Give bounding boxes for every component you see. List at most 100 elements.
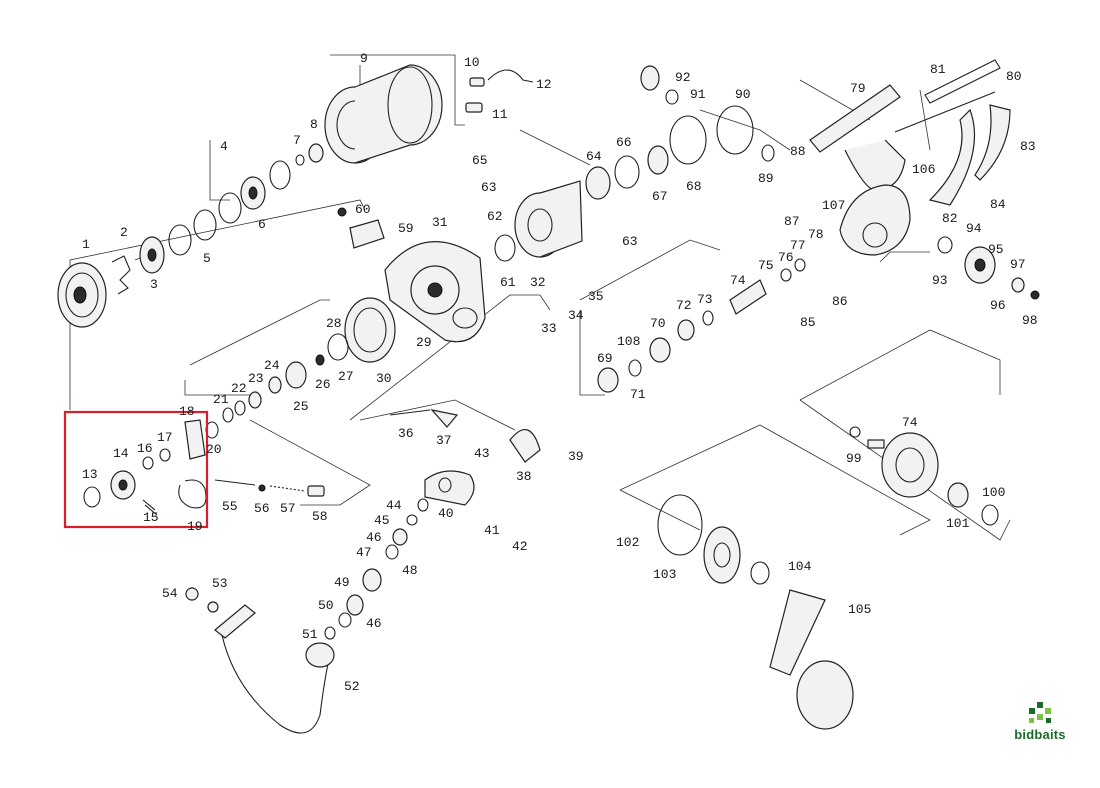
part-label: 102 xyxy=(616,535,639,550)
part-label: 37 xyxy=(436,433,452,448)
part-label: 81 xyxy=(930,62,946,77)
part-label: 13 xyxy=(82,467,98,482)
part-36-39-trip-parts xyxy=(389,409,541,463)
part-99-101-gear-bearings xyxy=(849,426,999,526)
part-label: 80 xyxy=(1006,69,1022,84)
part-label: 12 xyxy=(536,77,552,92)
part-64-68-gear-train xyxy=(585,115,707,200)
part-label: 72 xyxy=(676,298,692,313)
part-label: 41 xyxy=(484,523,500,538)
part-label: 49 xyxy=(334,575,350,590)
part-label: 94 xyxy=(966,221,982,236)
part-label: 103 xyxy=(653,567,676,582)
part-label: 54 xyxy=(162,586,178,601)
part-label: 34 xyxy=(568,308,584,323)
part-9-spool xyxy=(324,64,443,164)
part-label: 64 xyxy=(586,149,602,164)
bidbaits-logo-icon xyxy=(1029,702,1051,723)
part-74-main-gear xyxy=(867,432,939,498)
part-label: 52 xyxy=(344,679,360,694)
part-label: 68 xyxy=(686,179,702,194)
part-40-bail-arm-base xyxy=(424,470,475,506)
part-label: 18 xyxy=(179,404,195,419)
part-label: 14 xyxy=(113,446,129,461)
part-label: 46 xyxy=(366,616,382,631)
part-label: 97 xyxy=(1010,257,1026,272)
part-93-98-main-gear-parts xyxy=(937,236,1040,300)
part-21-24-bearings xyxy=(205,376,282,439)
part-label: 3 xyxy=(150,277,158,292)
part-59-60-bracket xyxy=(337,207,385,249)
part-label: 36 xyxy=(398,426,414,441)
part-label: 76 xyxy=(778,250,794,265)
part-label: 8 xyxy=(310,117,318,132)
part-label: 89 xyxy=(758,171,774,186)
part-44-51-roller-parts xyxy=(324,498,429,640)
part-label: 24 xyxy=(264,358,280,373)
part-label: 42 xyxy=(512,539,528,554)
part-label: 106 xyxy=(912,162,935,177)
brand-name: bidbaits xyxy=(1014,727,1066,742)
part-label: 95 xyxy=(988,242,1004,257)
part-5-washers xyxy=(168,192,242,256)
part-label: 11 xyxy=(492,107,508,122)
part-label: 69 xyxy=(597,351,613,366)
part-label: 29 xyxy=(416,335,432,350)
part-label: 50 xyxy=(318,598,334,613)
part-label: 45 xyxy=(374,513,390,528)
part-label: 63 xyxy=(481,180,497,195)
part-label: 62 xyxy=(487,209,503,224)
part-label: 20 xyxy=(206,442,222,457)
part-label: 73 xyxy=(697,292,713,307)
part-55-58-spring-rod xyxy=(214,479,325,497)
part-label: 28 xyxy=(326,316,342,331)
part-2-spring-clip xyxy=(111,255,131,295)
part-31-rotor xyxy=(384,241,486,343)
part-label: 57 xyxy=(280,501,296,516)
part-13-20-knob-assembly xyxy=(83,419,207,516)
part-label: 1 xyxy=(82,237,90,252)
part-label: 9 xyxy=(360,51,368,66)
part-label: 92 xyxy=(675,70,691,85)
part-label: 82 xyxy=(942,211,958,226)
part-label: 66 xyxy=(616,135,632,150)
part-105-handle-arm xyxy=(769,589,854,730)
part-label: 105 xyxy=(848,602,871,617)
highlight-box xyxy=(63,410,209,529)
part-label: 63 xyxy=(622,234,638,249)
part-label: 65 xyxy=(472,153,488,168)
part-90-92-bearings xyxy=(640,65,775,162)
part-label: 4 xyxy=(220,139,228,154)
part-label: 47 xyxy=(356,545,372,560)
part-3-drag-knob xyxy=(139,236,165,274)
part-73-77-pinion-parts xyxy=(677,258,806,341)
part-label: 55 xyxy=(222,499,238,514)
part-label: 10 xyxy=(464,55,480,70)
part-label: 101 xyxy=(946,516,970,531)
part-label: 104 xyxy=(788,559,812,574)
part-label: 16 xyxy=(137,441,153,456)
part-label: 75 xyxy=(758,258,774,273)
part-label: 22 xyxy=(231,381,247,396)
part-label: 100 xyxy=(982,485,1005,500)
part-label: 99 xyxy=(846,451,862,466)
part-62-body-cup xyxy=(514,180,583,258)
part-label: 58 xyxy=(312,509,328,524)
part-label: 21 xyxy=(213,392,229,407)
part-29-rotor-nut-ring xyxy=(344,297,396,363)
part-label: 5 xyxy=(203,251,211,266)
part-label: 38 xyxy=(516,469,532,484)
part-label: 48 xyxy=(402,563,418,578)
part-label: 96 xyxy=(990,298,1006,313)
part-labels: 1 2 3 4 5 6 7 8 9 10 11 12 13 14 15 16 1… xyxy=(82,51,1038,694)
part-78-body-frame xyxy=(839,184,911,256)
brand-logo: bidbaits xyxy=(1010,702,1070,744)
part-82-83-body-covers xyxy=(928,104,1011,206)
part-label: 107 xyxy=(822,198,845,213)
part-label: 98 xyxy=(1022,313,1038,328)
part-1-spool-cap xyxy=(57,262,107,328)
part-label: 59 xyxy=(398,221,414,236)
part-label: 17 xyxy=(157,430,173,445)
part-label: 35 xyxy=(588,289,604,304)
part-label: 77 xyxy=(790,238,806,253)
